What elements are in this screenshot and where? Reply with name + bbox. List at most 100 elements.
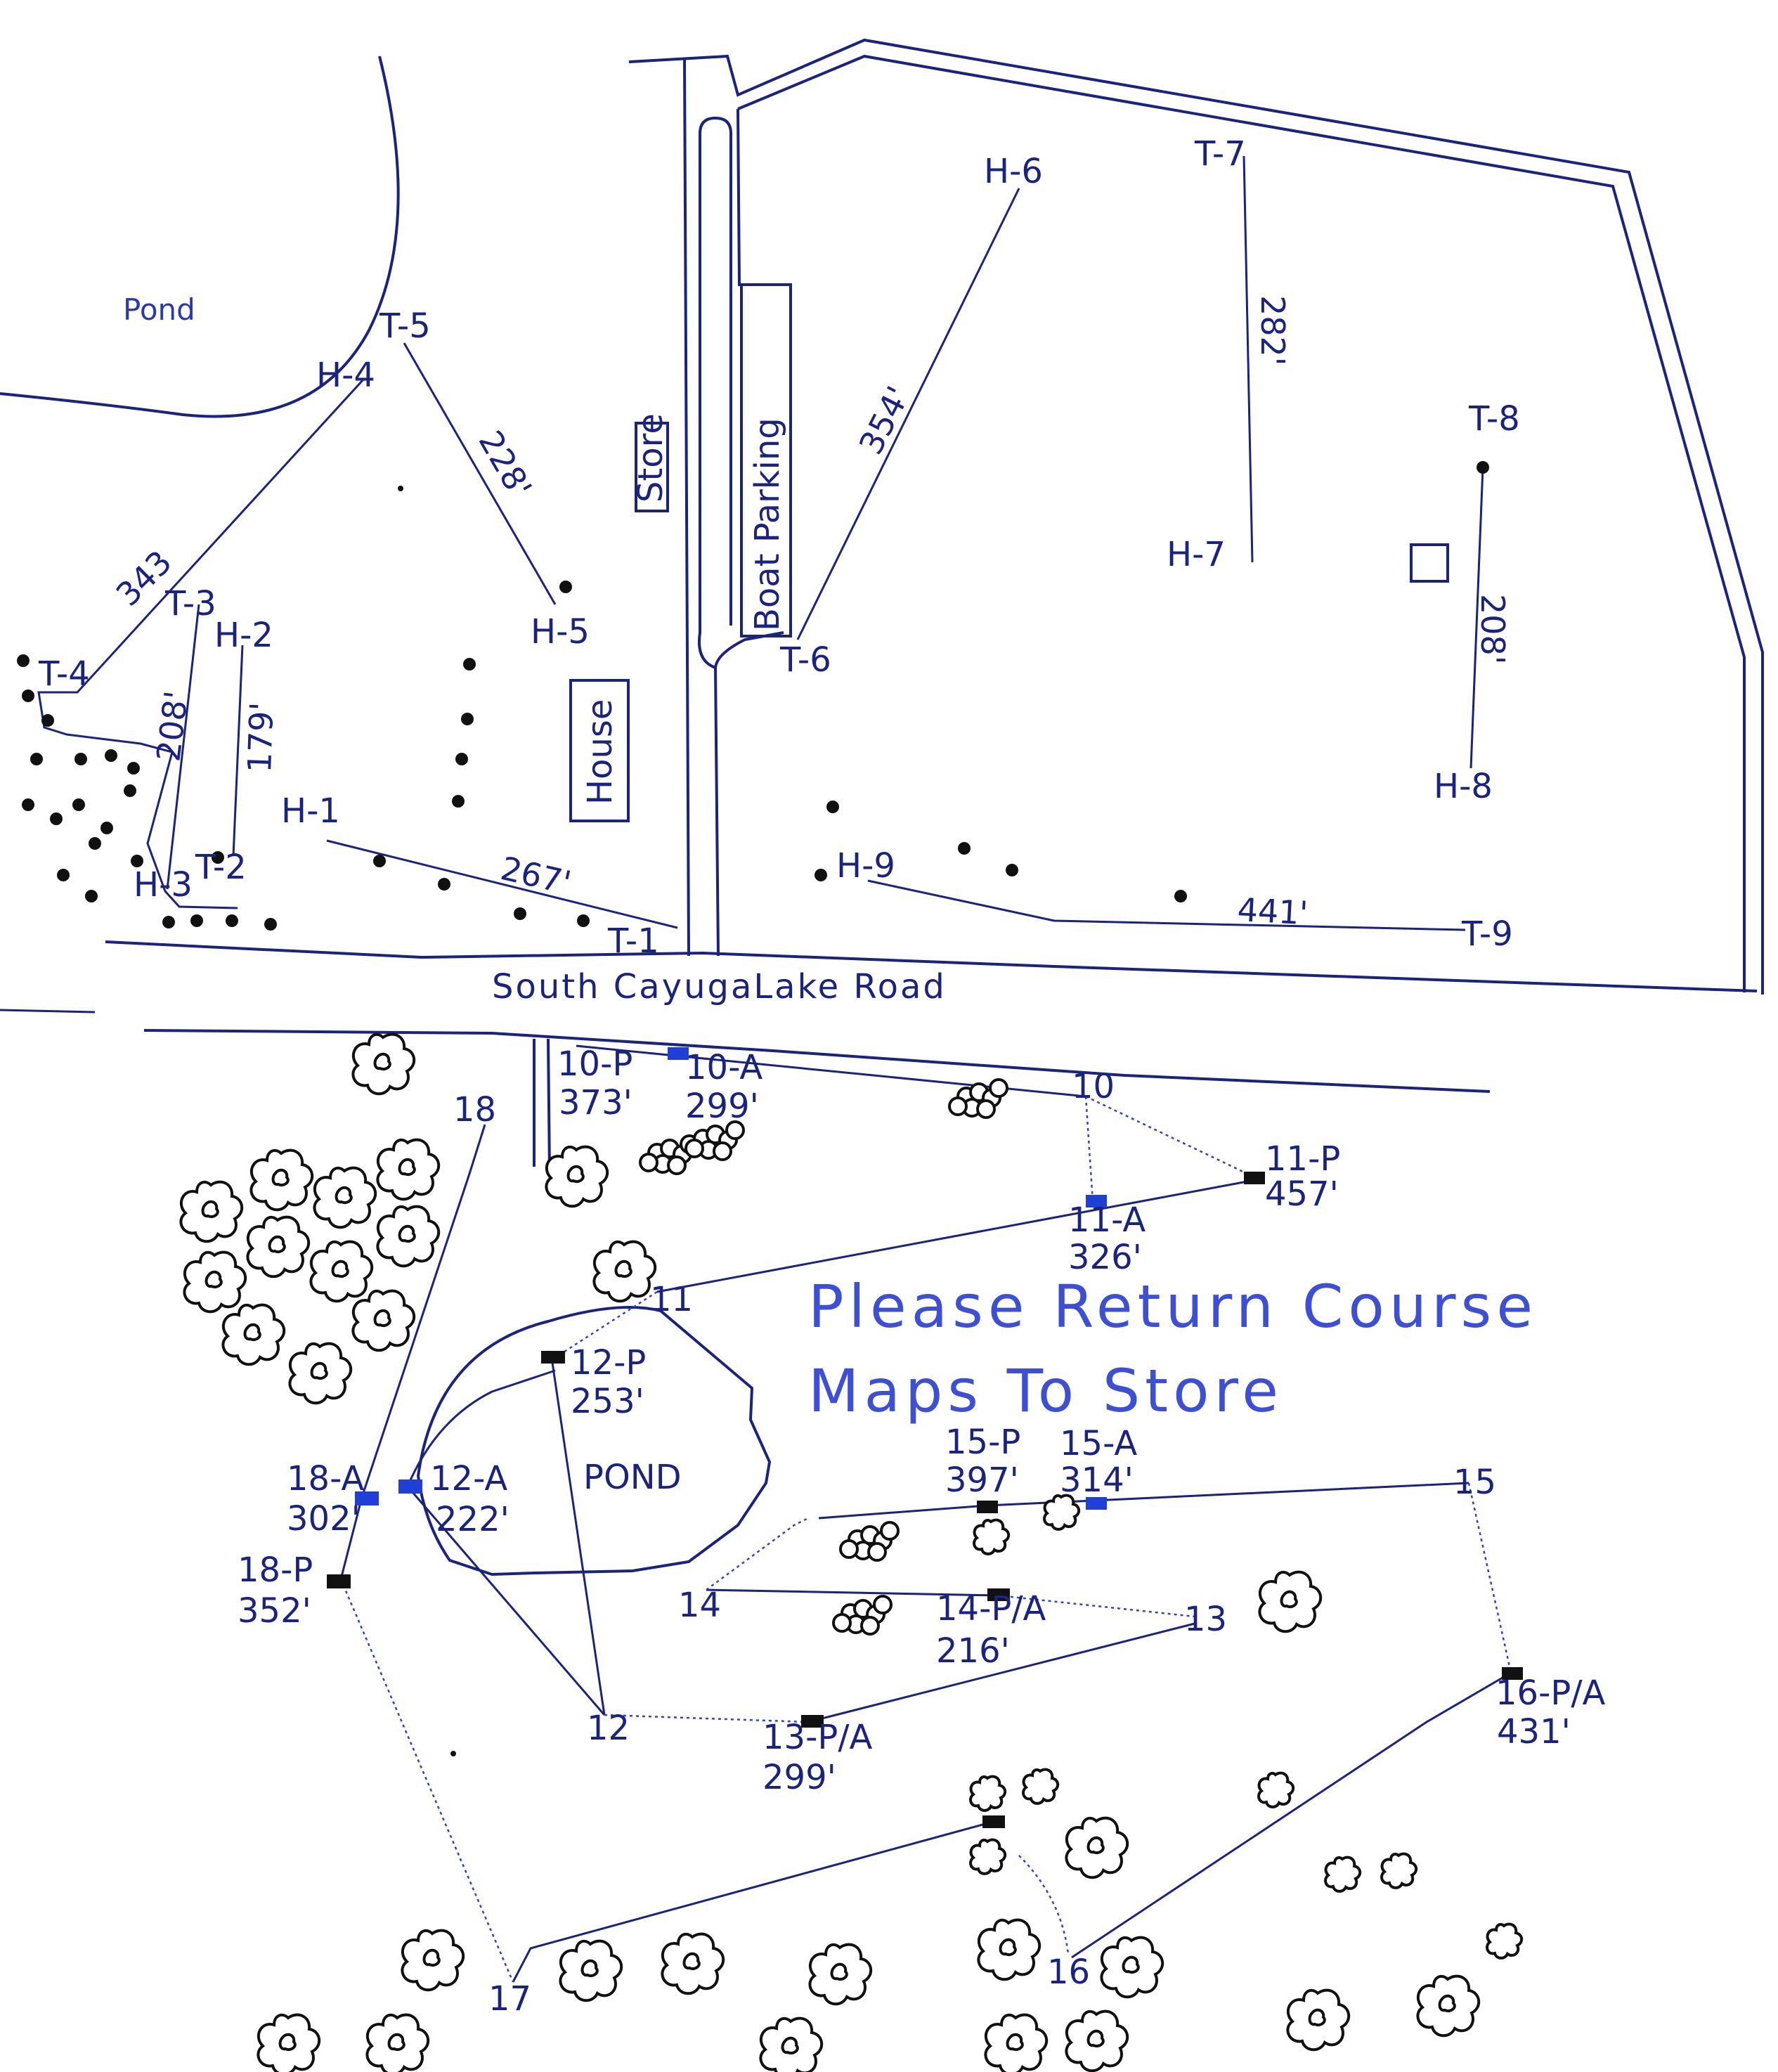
tee-label-1: T-1 xyxy=(607,921,659,961)
tree-clump xyxy=(832,1595,893,1636)
shrub xyxy=(958,842,971,855)
tee-label-15-a: 15-A xyxy=(1060,1424,1137,1463)
tree xyxy=(661,1932,725,1995)
tree xyxy=(401,1929,465,1992)
road-south-edge xyxy=(143,1029,1491,1093)
tree-small xyxy=(1043,1494,1081,1531)
tee-dist-18-p: 352' xyxy=(238,1591,311,1631)
basket-10: 10 xyxy=(1072,1067,1115,1106)
boat-parking-label: Boat Parking xyxy=(748,417,787,631)
store-building xyxy=(635,422,669,512)
tree xyxy=(288,1342,353,1405)
return-maps-notice-line2: Maps To Store xyxy=(808,1356,1283,1425)
shrub xyxy=(1006,864,1018,876)
tee-pad-12-a xyxy=(398,1479,422,1494)
shrub xyxy=(398,486,403,491)
tee-pad-11-a xyxy=(1086,1195,1107,1207)
south-course-tee-labels: 10-P 373' 10-A 299' 11-P 457' 11-A 326' … xyxy=(238,1044,1606,1797)
tree xyxy=(365,2013,430,2072)
shrub xyxy=(463,658,476,671)
tree xyxy=(179,1180,244,1243)
tee-label-3: T-3 xyxy=(164,584,216,623)
tee-pad-15-a xyxy=(1086,1497,1107,1510)
tee-pad-16-pa xyxy=(1502,1667,1523,1680)
tree xyxy=(376,1138,441,1201)
fairway-14 xyxy=(706,1588,999,1597)
basket-13: 13 xyxy=(1184,1600,1227,1639)
basket-16: 16 xyxy=(1047,1953,1090,1992)
tee-dist-11-a: 326' xyxy=(1068,1238,1142,1277)
tree xyxy=(977,1918,1042,1981)
tree xyxy=(351,1032,416,1096)
basket-11: 11 xyxy=(650,1280,693,1319)
boat-parking-area xyxy=(740,283,792,637)
tee-dist-15-a: 314' xyxy=(1060,1461,1134,1500)
tee-label-10-p: 10-P xyxy=(557,1044,632,1084)
tree-small xyxy=(973,1518,1011,1555)
shrub xyxy=(89,837,101,850)
hole-label-1: H-1 xyxy=(281,791,340,831)
tee-label-13-pa: 13-P/A xyxy=(763,1718,873,1757)
tree xyxy=(309,1240,374,1303)
fairway-3 xyxy=(166,604,200,890)
tree-small xyxy=(969,1775,1007,1812)
property-boundary-outer xyxy=(628,38,1764,995)
hole-label-6: H-6 xyxy=(984,152,1043,191)
fairway-17-dotted xyxy=(339,1579,514,1983)
return-maps-notice-line1: Please Return Course xyxy=(808,1272,1538,1341)
shrub xyxy=(30,753,43,765)
shrub xyxy=(815,869,827,881)
map-linework xyxy=(0,38,1764,1576)
tree xyxy=(545,1145,609,1208)
tee-dist-15-p: 397' xyxy=(945,1461,1019,1500)
tree xyxy=(221,1303,286,1366)
shrub xyxy=(162,916,175,928)
shrub xyxy=(50,812,63,825)
tee-label-18-a: 18-A xyxy=(287,1459,364,1498)
tree-small xyxy=(1486,1922,1524,1960)
fairway-8 xyxy=(1469,467,1484,769)
tee-dist-13-pa: 299' xyxy=(763,1758,836,1797)
shrub xyxy=(1174,890,1187,902)
tee-pad-14-pa xyxy=(987,1588,1010,1601)
tee-pad-15-p xyxy=(977,1501,998,1513)
hole-label-3: H-3 xyxy=(134,865,193,905)
tree xyxy=(984,2013,1049,2072)
tree-small xyxy=(1022,1768,1060,1805)
fairway-4 xyxy=(37,378,365,909)
tee-pad-18-p xyxy=(327,1574,351,1588)
shrub xyxy=(514,907,526,920)
north-fairways xyxy=(37,155,1484,931)
shrub xyxy=(455,753,468,765)
hole-label-8: H-8 xyxy=(1434,767,1493,806)
tee-label-14-pa: 14-P/A xyxy=(936,1589,1046,1629)
distance-label-9: 441' xyxy=(1236,891,1309,932)
tee-label-8: T-8 xyxy=(1468,399,1520,439)
tree xyxy=(1286,1988,1351,2052)
tee-dist-10-a: 299' xyxy=(685,1087,759,1126)
shrub xyxy=(85,890,98,902)
tee-label-9: T-9 xyxy=(1461,914,1513,954)
hole-label-7: H-7 xyxy=(1167,535,1226,574)
tree xyxy=(559,1939,623,2002)
tee-label-12-a: 12-A xyxy=(430,1459,507,1498)
tree-small xyxy=(1324,1856,1362,1893)
tee-label-6: T-6 xyxy=(779,640,831,680)
basket-12: 12 xyxy=(587,1709,630,1748)
tree xyxy=(246,1215,311,1278)
tree xyxy=(183,1250,247,1314)
road-label: South CayugaLake Road xyxy=(492,967,947,1006)
fairway-2 xyxy=(232,645,244,857)
fairway-15 xyxy=(818,1482,1469,1520)
basket-17: 17 xyxy=(488,1979,531,2019)
tree xyxy=(1258,1570,1323,1633)
fairway-5 xyxy=(403,342,557,605)
shrub xyxy=(124,784,136,797)
basket-15: 15 xyxy=(1453,1463,1496,1502)
hole-label-9: H-9 xyxy=(836,846,895,886)
tee-label-12-p: 12-P xyxy=(571,1343,646,1383)
shrub xyxy=(264,918,277,931)
pond-shoreline-north xyxy=(0,56,400,418)
fairway-10-dotted xyxy=(1084,1095,1248,1203)
